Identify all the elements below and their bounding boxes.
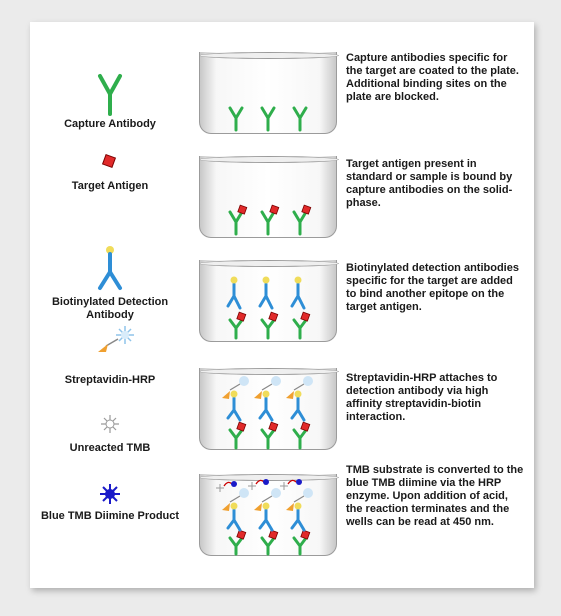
legend-unreacted-tmb: Unreacted TMB [30,412,190,512]
legend-label-line1: Biotinylated Detection Antibody [30,296,190,322]
well-step-6 [199,474,339,556]
well-contents [228,106,308,132]
legend-label: Unreacted TMB [69,442,151,454]
streptavidin-hrp-icon [98,326,134,352]
legend-detection-antibody: Biotinylated Detection Antibody [30,244,190,344]
well-contents [216,479,313,556]
elisa-diagram-card: Capture Antibody Capture antibodies spec… [30,22,534,588]
step-6-description: TMB substrate is converted to the blue T… [346,464,524,528]
step-3-description: Biotinylated detection antibodies specif… [346,262,519,313]
well-contents [228,204,312,236]
step-4-description: Streptavidin-HRP attaches to detection a… [346,372,498,423]
blue-tmb-icon [100,484,120,504]
legend-label: Blue TMB Diimine Product [40,510,180,522]
well-step-2 [199,156,339,238]
step-2-description: Target antigen present in standard or sa… [346,158,513,209]
target-antigen-icon [101,153,117,169]
well-step-1 [199,52,339,134]
legend-label: Biotinylated Detection Antibody [51,296,169,321]
legend-capture-antibody: Capture Antibody [30,62,190,162]
legend-target-antigen: Target Antigen [30,152,190,252]
well-step-4 [199,368,339,450]
legend-label: Capture Antibody [64,118,156,130]
detection-antibody-icon [98,246,122,290]
legend-label: Streptavidin-HRP [64,374,156,386]
legend-streptavidin-hrp: Streptavidin-HRP [30,322,190,422]
legend-blue-tmb: Blue TMB Diimine Product [30,482,190,582]
well-contents [226,276,311,340]
well-contents [222,376,313,450]
unreacted-tmb-icon [101,415,119,433]
capture-antibody-icon [98,74,122,116]
well-step-3 [199,260,339,342]
legend-label: Target Antigen [71,180,149,192]
step-1-description: Capture antibodies specific for the targ… [346,52,519,103]
